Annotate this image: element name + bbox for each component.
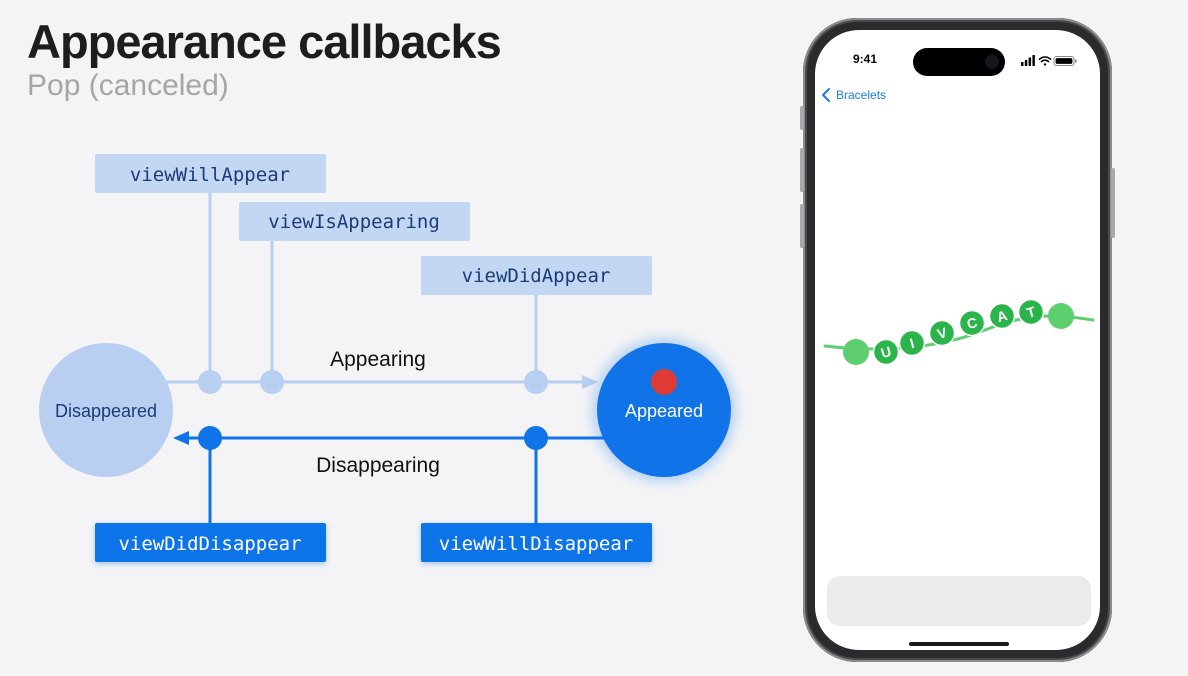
- volume-down-button: [800, 204, 804, 248]
- bead-picker-tray: [827, 576, 1091, 626]
- appeared-state-circle: [597, 343, 731, 477]
- slide-title: Appearance callbacks: [27, 15, 502, 68]
- letter-bead[interactable]: [988, 302, 1016, 330]
- battery-icon: [1053, 56, 1077, 66]
- disappearing-arrowhead: [173, 431, 189, 445]
- bracelet-preview[interactable]: UIVCATN: [815, 30, 1100, 650]
- letter-bead[interactable]: [872, 338, 900, 366]
- view-will-appear-label: viewWillAppear: [130, 164, 290, 186]
- disappeared-state-label: Disappeared: [55, 401, 157, 421]
- phone-screen: 9:41 B: [815, 30, 1100, 650]
- view-will-appear-box: [95, 154, 326, 193]
- appearing-arrowhead: [582, 375, 598, 389]
- appearance-state-diagram: Disappeared Appeared Appearing Disappear…: [39, 154, 734, 562]
- letter-bead[interactable]: [928, 319, 956, 347]
- action-button: [800, 106, 804, 130]
- view-did-appear-node: [524, 370, 548, 394]
- back-button[interactable]: Bracelets: [821, 85, 886, 105]
- letter-bead[interactable]: [898, 329, 926, 357]
- view-will-disappear-label: viewWillDisappear: [439, 533, 633, 555]
- letter-bead-label: U: [879, 343, 893, 361]
- side-button: [1111, 168, 1115, 238]
- disappeared-state-circle: [39, 343, 173, 477]
- view-will-disappear-box: [421, 523, 652, 562]
- letter-bead[interactable]: [958, 309, 986, 337]
- home-indicator: [909, 642, 1009, 646]
- letter-bead[interactable]: [1017, 298, 1045, 326]
- slide-subtitle: Pop (canceled): [27, 69, 229, 102]
- view-will-disappear-node: [524, 426, 548, 450]
- back-button-label: Bracelets: [836, 88, 887, 102]
- appearing-transition-label: Appearing: [330, 348, 426, 371]
- current-state-indicator: [651, 369, 677, 395]
- view-is-appearing-label: viewIsAppearing: [268, 211, 440, 233]
- volume-up-button: [800, 148, 804, 192]
- front-camera: [985, 55, 999, 69]
- letter-bead-label: I: [908, 335, 916, 351]
- chevron-left-icon: [822, 88, 830, 102]
- iphone-mockup: 9:41 B: [800, 18, 1115, 662]
- view-did-disappear-node: [198, 426, 222, 450]
- cellular-signal-icon: [1021, 55, 1035, 66]
- status-bar-icons: [1021, 55, 1077, 66]
- appeared-state-label: Appeared: [625, 401, 703, 421]
- disappearing-transition-label: Disappearing: [316, 454, 440, 477]
- view-did-appear-label: viewDidAppear: [462, 265, 611, 287]
- view-will-appear-node: [198, 370, 222, 394]
- wifi-icon: [1038, 56, 1052, 66]
- view-did-appear-box: [421, 256, 652, 295]
- view-is-appearing-node: [260, 370, 284, 394]
- status-bar-time: 9:41: [853, 52, 878, 66]
- view-is-appearing-box: [239, 202, 470, 241]
- view-did-disappear-label: viewDidDisappear: [118, 533, 301, 555]
- letter-bead-label: A: [995, 307, 1009, 325]
- letter-bead-label: C: [965, 314, 979, 332]
- bracelet-end-bead: [843, 339, 869, 365]
- bracelet-end-bead: [1048, 303, 1074, 329]
- view-did-disappear-box: [95, 523, 326, 562]
- dynamic-island: [913, 48, 1005, 76]
